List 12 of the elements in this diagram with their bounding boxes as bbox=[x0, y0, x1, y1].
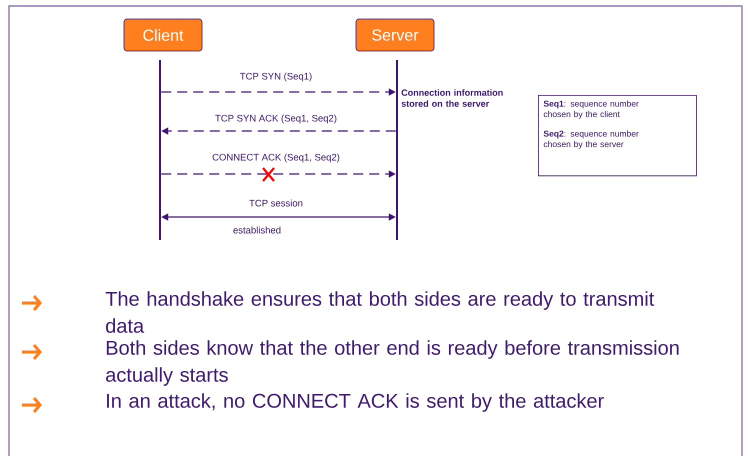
bullet-text: The handshake ensures that both sides are ready to transmit data bbox=[106, 291, 654, 333]
note-box: Seq1: sequence number chosen by the client Seq2: sequence number chosen by the server bbox=[538, 95, 697, 176]
edge-label: TCP SYN ACK (Seq1, Seq2) bbox=[215, 114, 336, 124]
edge-label: TCP SYN (Seq1) bbox=[240, 72, 312, 82]
bullet-text: In an attack, no CONNECT ACK is sent by the attacker bbox=[107, 393, 604, 412]
edge-label: TCP session bbox=[249, 200, 302, 206]
bullet-text: Both sides know that the other end is ready before transmission actually starts bbox=[106, 340, 679, 386]
participant-box: Client bbox=[124, 18, 202, 52]
annotation-text: Connection information stored on the server bbox=[402, 89, 503, 107]
participant-box: Server bbox=[356, 18, 434, 52]
session-caption: established bbox=[233, 226, 280, 234]
edge-label: CONNECT ACK (Seq1, Seq2) bbox=[212, 154, 340, 162]
